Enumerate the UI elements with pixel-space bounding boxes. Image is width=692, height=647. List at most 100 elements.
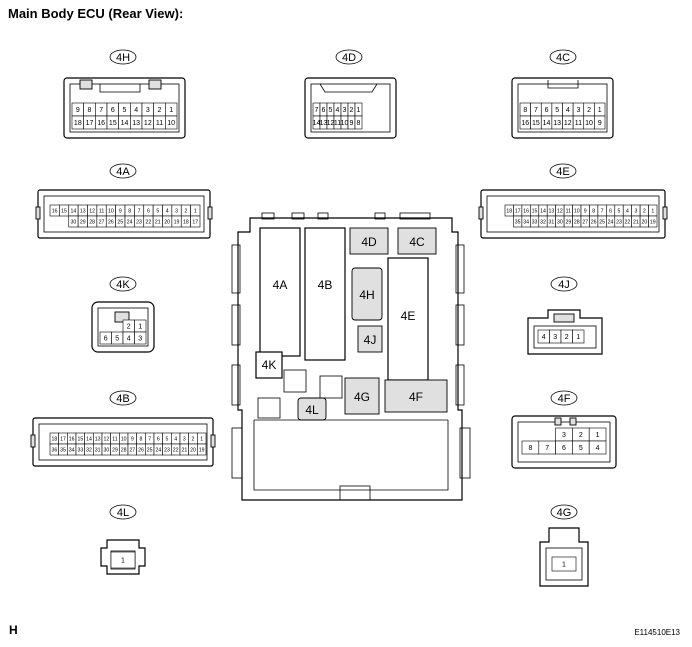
pin-number: 3	[553, 334, 557, 341]
pin-number: 18	[506, 208, 512, 214]
pin-number: 1	[357, 107, 361, 114]
pin-number: 8	[592, 208, 595, 214]
pin-number: 15	[532, 120, 540, 127]
pin-number: 14	[313, 120, 321, 127]
pin-number: 10	[585, 120, 593, 127]
pin-number: 7	[148, 436, 151, 442]
pin-number: 2	[579, 432, 583, 439]
connector-4h-label: 4H	[116, 52, 130, 64]
pin-number: 27	[582, 219, 588, 225]
pin-number: 1	[194, 208, 197, 214]
pin-number: 20	[641, 219, 647, 225]
pin-number: 15	[61, 208, 67, 214]
ecu-block-4c: 4C	[409, 235, 425, 249]
pin-number: 16	[521, 120, 529, 127]
pin-number: 13	[95, 436, 101, 442]
pin-number: 15	[109, 120, 117, 127]
pin-number: 5	[329, 107, 333, 114]
pin-number: 14	[543, 120, 551, 127]
pin-cell	[572, 329, 585, 344]
connector-4c-callout	[549, 49, 577, 65]
connector-4l: 4L 1	[100, 504, 146, 575]
pin-number: 16	[52, 208, 58, 214]
pin-number: 11	[575, 120, 582, 127]
pin-cell	[110, 551, 136, 569]
ecu-block-4k: 4K	[262, 358, 277, 372]
pin-number: 5	[618, 208, 621, 214]
pin-number: 6	[104, 336, 108, 343]
pin-cell	[588, 440, 607, 455]
pin-number: 11	[112, 436, 117, 442]
pin-number: 16	[69, 436, 75, 442]
pin-number: 21	[155, 219, 161, 225]
connector-4d-callout	[335, 49, 363, 65]
pin-number: 10	[341, 120, 349, 127]
pin-number: 4	[626, 208, 629, 214]
connector-4a-label: 4A	[116, 166, 130, 178]
pin-number: 4	[134, 107, 138, 114]
pin-number: 2	[643, 208, 646, 214]
pin-number: 13	[132, 120, 140, 127]
pin-number: 1	[138, 324, 142, 331]
pin-number: 3	[576, 107, 580, 114]
connector-4b-callout	[109, 390, 137, 406]
pin-number: 5	[579, 445, 583, 452]
pin-number: 15	[532, 208, 538, 214]
pin-number: 28	[89, 219, 95, 225]
pin-number: 4	[127, 336, 131, 343]
pin-number: 8	[140, 436, 143, 442]
pin-number: 12	[557, 208, 563, 214]
pin-number: 4	[542, 334, 546, 341]
pin-number: 34	[523, 219, 529, 225]
pin-number: 4	[166, 208, 169, 214]
pin-number: 7	[545, 445, 549, 452]
pin-number: 26	[108, 219, 114, 225]
pin-number: 9	[350, 120, 354, 127]
pin-number: 18	[51, 436, 57, 442]
pin-number: 34	[69, 447, 75, 453]
pin-number: 5	[555, 107, 559, 114]
page-title: Main Body ECU (Rear View):	[8, 6, 184, 21]
ecu-block-4j: 4J	[364, 333, 377, 347]
connector-4k-label: 4K	[116, 279, 130, 291]
connector-4d-label: 4D	[342, 52, 356, 64]
pin-number: 9	[131, 436, 134, 442]
pin-cell	[354, 115, 363, 130]
pin-number: 19	[174, 219, 180, 225]
pin-number: 21	[181, 447, 187, 453]
ecu-block-4l: 4L	[305, 403, 319, 417]
pin-number: 25	[147, 447, 153, 453]
pin-number: 16	[523, 208, 529, 214]
ecu-block-4d: 4D	[361, 235, 377, 249]
connector-4j-label: 4J	[558, 279, 570, 291]
pin-number: 3	[146, 107, 150, 114]
pin-number: 33	[532, 219, 538, 225]
pin-number: 11	[99, 208, 104, 214]
ecu-block-4g: 4G	[354, 390, 370, 404]
pin-number: 29	[80, 219, 86, 225]
pin-number: 5	[166, 436, 169, 442]
pin-number: 6	[157, 436, 160, 442]
ecu-block-4f: 4F	[409, 390, 423, 404]
ecu-body: 4A 4B 4D 4C 4H 4E 4J 4K 4L 4G 4F	[231, 212, 471, 501]
pin-number: 22	[173, 447, 179, 453]
pin-number: 10	[167, 120, 175, 127]
pin-number: 8	[128, 208, 131, 214]
pin-number: 18	[74, 120, 82, 127]
ecu-block-4e: 4E	[401, 309, 416, 323]
ecu-block-4h: 4H	[359, 288, 374, 302]
pin-cell	[134, 331, 147, 345]
pin-cell	[165, 115, 178, 130]
pin-number: 8	[523, 107, 527, 114]
